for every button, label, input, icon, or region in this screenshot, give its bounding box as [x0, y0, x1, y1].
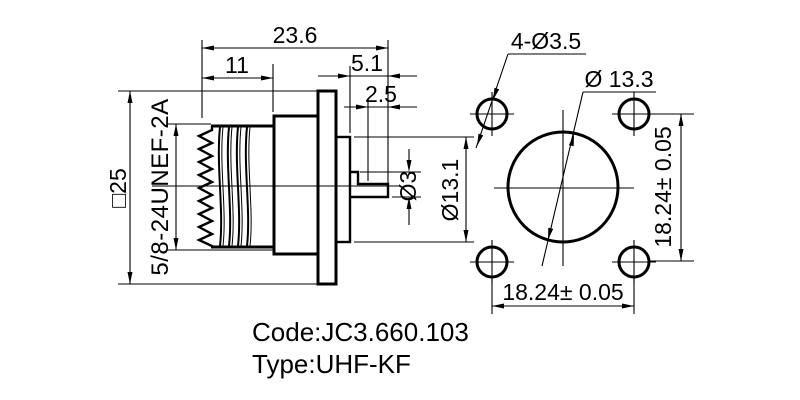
dim-flange-square: □25 — [105, 91, 133, 284]
callout-mounting-holes: 4-Ø3.5 — [475, 28, 586, 149]
mounting-hole-top-right — [612, 92, 656, 136]
dim-hole-spacing-horizontal-label: 18.24± 0.05 — [502, 279, 623, 305]
thread-spec-label: 5/8-24UNEF-2A — [147, 98, 174, 275]
dim-hole-spacing-vertical-label: 18.24± 0.05 — [650, 126, 676, 247]
dim-thread-spec: 5/8-24UNEF-2A — [147, 98, 179, 276]
dim-rear-body-diameter: Ø13.1 — [437, 137, 469, 242]
thread-barrel-edges — [211, 124, 274, 249]
dim-pin-diameter-label: Ø3 — [395, 171, 421, 202]
notes-block: Code:JC3.660.103 Type:UHF-KF — [252, 317, 469, 379]
type-line: Type:UHF-KF — [252, 349, 411, 379]
dim-rear-length-label: 5.1 — [351, 50, 383, 76]
code-line: Code:JC3.660.103 — [252, 317, 469, 347]
dim-rear-body-diameter-label: Ø13.1 — [437, 159, 463, 222]
dim-tab-length: 2.5 — [344, 81, 417, 110]
dim-rear-length: 5.1 — [318, 50, 417, 79]
mounting-hole-top-left — [470, 92, 514, 136]
callout-mounting-holes-label: 4-Ø3.5 — [511, 28, 581, 54]
dim-thread-length-label: 11 — [225, 52, 249, 78]
dim-hole-spacing-horizontal: 18.24± 0.05 — [491, 278, 635, 314]
callout-center-hole-label: Ø 13.3 — [584, 66, 653, 92]
connector-body — [272, 114, 320, 256]
callout-center-hole-diameter: Ø 13.3 — [541, 66, 656, 267]
front-view: 4-Ø3.5 Ø 13.3 18.24± 0.05 — [470, 28, 694, 314]
mounting-hole-bottom-right — [612, 240, 656, 284]
mounting-flange — [316, 89, 338, 286]
dim-hole-spacing-vertical: 18.24± 0.05 — [648, 113, 694, 262]
dim-tab-length-label: 2.5 — [365, 81, 397, 107]
dim-thread-length: 11 — [202, 52, 273, 81]
dim-total-length-label: 23.6 — [273, 22, 318, 48]
side-view: 23.6 11 5.1 2.5 — [105, 22, 474, 286]
rear-body-cap — [334, 135, 352, 244]
dim-total-length: 23.6 — [202, 22, 388, 51]
solder-terminal-pin — [350, 170, 390, 199]
dim-flange-square-label: □25 — [105, 168, 131, 207]
side-extension-lines — [118, 40, 474, 285]
thread-crest-lines — [217, 126, 252, 247]
front-view-centerlines — [494, 110, 634, 266]
dim-pin-diameter: Ø3 — [395, 149, 421, 225]
mounting-hole-bottom-left — [470, 240, 514, 284]
thread-zigzag-profile — [196, 126, 215, 248]
